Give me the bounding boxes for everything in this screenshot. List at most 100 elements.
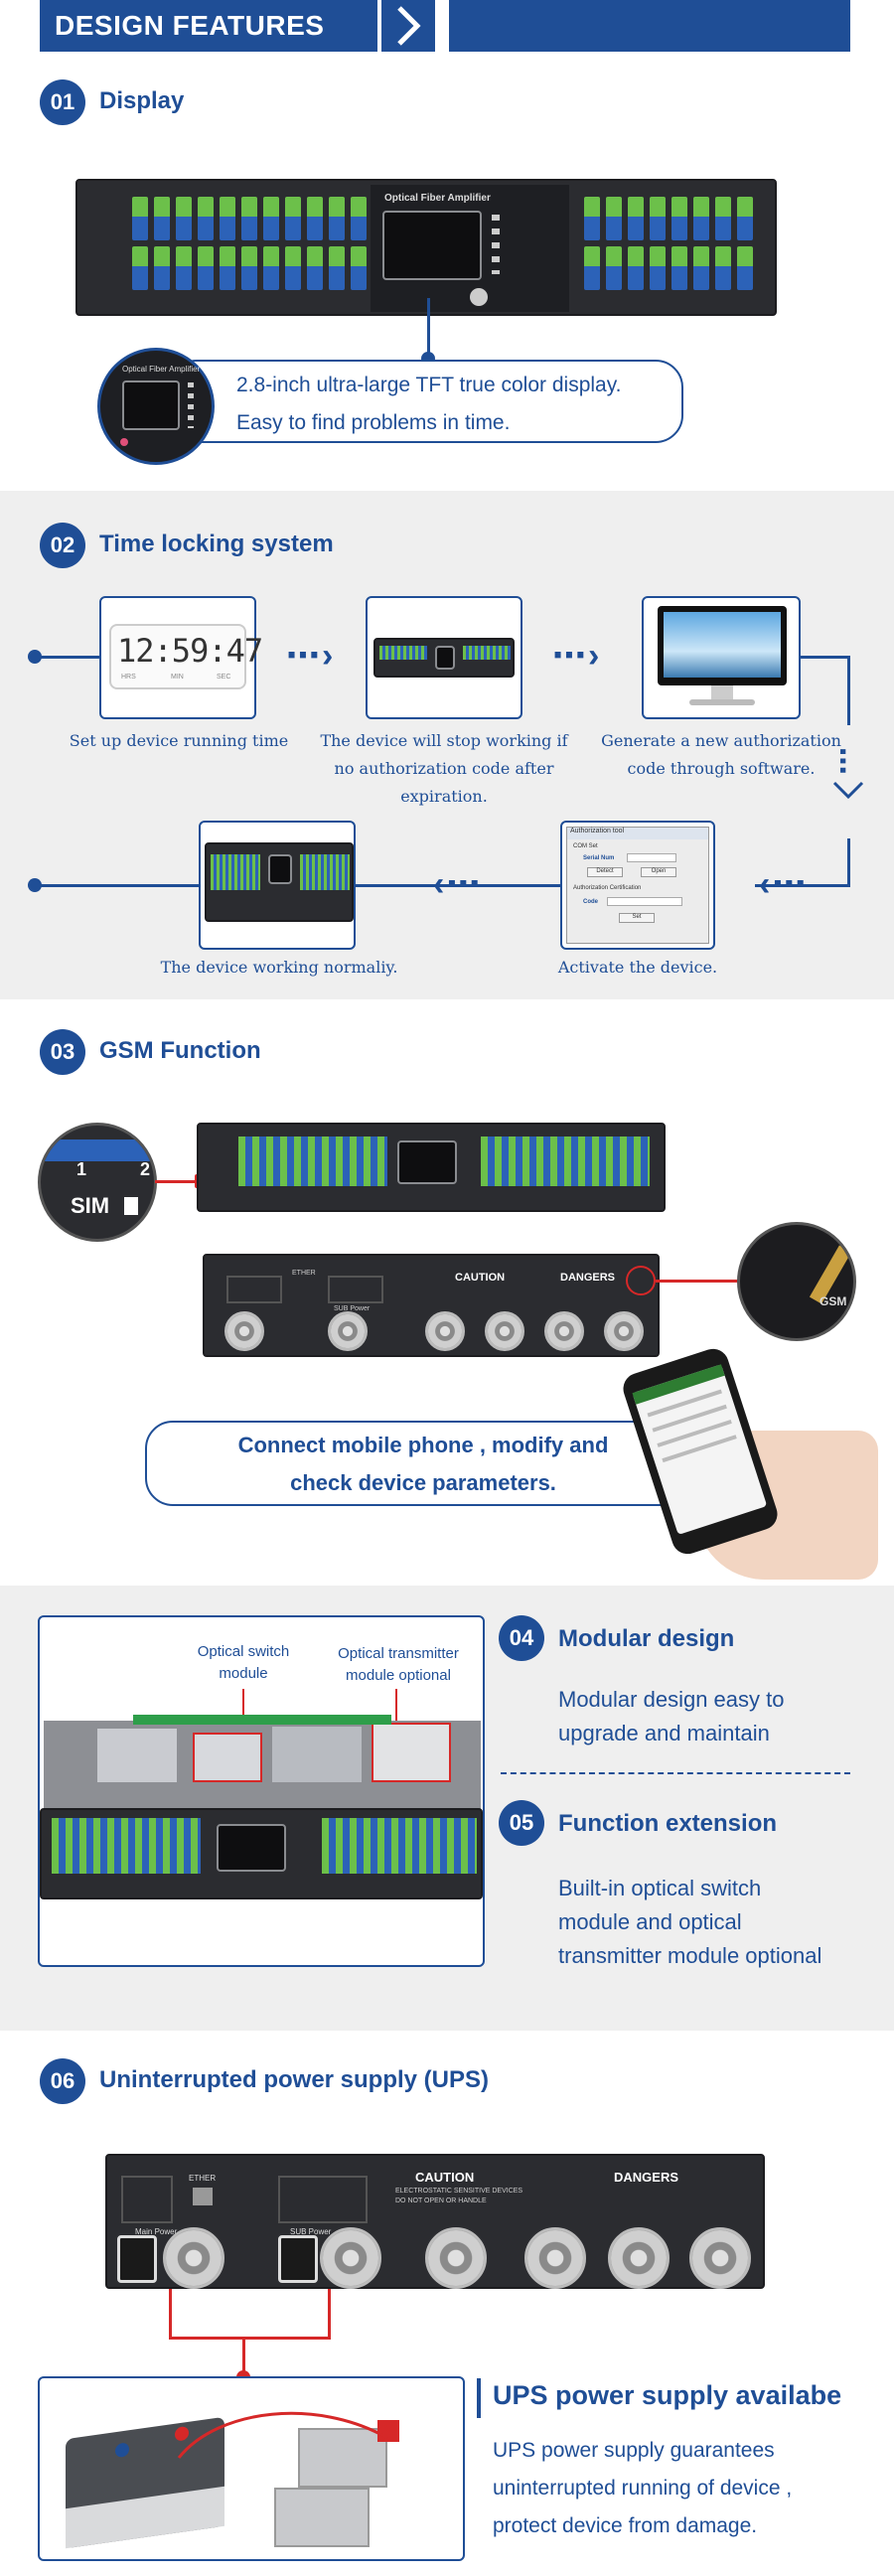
software-serial-label: Serial Num — [583, 855, 615, 861]
ups-text-line3: protect device from damage. — [493, 2514, 758, 2537]
header-arrow-box — [381, 0, 435, 52]
key-lock-icon — [470, 288, 488, 306]
gsm-antenna-label: GSM — [820, 1294, 847, 1308]
section-title-modular: Modular design — [558, 1625, 735, 1652]
antenna-red-line — [656, 1280, 739, 1283]
flow-line-right-bottom — [755, 884, 850, 887]
extension-text-line3: transmitter module optional — [558, 1943, 822, 1968]
gsm-rear-caution: CAUTION — [455, 1272, 506, 1284]
gsm-callout-line2: check device parameters. — [290, 1470, 556, 1495]
software-window: Authorization tool COM Set Serial Num De… — [566, 827, 709, 944]
chevron-right-icon — [397, 6, 421, 46]
ups-rear-main-power: Main Power — [135, 2227, 178, 2236]
battery-cable — [177, 2411, 388, 2459]
software-auth-label: Authorization Certification — [573, 885, 642, 891]
ups-heading: UPS power supply availabe — [493, 2380, 842, 2410]
ups-rear-device: ETHER Main Power SUB Power CAUTION ELECT… — [105, 2154, 765, 2289]
callout-line — [427, 298, 430, 358]
dotted-arrow-right-2: ⋯› — [552, 637, 602, 675]
step-3-caption-line1: Generate a new authorization — [601, 731, 841, 750]
gsm-front-device — [197, 1123, 666, 1212]
flow-dot-end — [28, 878, 42, 892]
header-banner — [40, 0, 377, 52]
antenna-red-marker — [626, 1266, 656, 1295]
label-transmitter-line2: module optional — [346, 1667, 451, 1684]
flow-line-start — [34, 656, 99, 659]
extension-text-line2: module and optical — [558, 1909, 742, 1934]
clock-label-sec: SEC — [217, 674, 231, 681]
ups-rear-ether: ETHER — [189, 2174, 217, 2183]
device-label: Optical Fiber Amplifier — [384, 193, 491, 204]
step-2-caption-line2: no authorization code after — [334, 759, 554, 778]
dotted-arrow-left-1: ‹⋯ — [759, 865, 809, 903]
sim-red-line — [155, 1180, 197, 1183]
flow-line-end — [34, 884, 199, 887]
computer-monitor — [658, 606, 787, 685]
software-open-button[interactable]: Open — [641, 867, 676, 877]
header-bar-right — [449, 0, 850, 52]
flow-line-right-top — [800, 656, 849, 659]
ups-text-line2: uninterrupted running of device , — [493, 2477, 793, 2500]
ups-wire-left — [169, 2289, 172, 2339]
software-code-label: Code — [583, 899, 598, 905]
section-title-ups: Uninterrupted power supply (UPS) — [99, 2066, 490, 2093]
display-callout: 2.8-inch ultra-large TFT true color disp… — [169, 360, 683, 443]
section-title-extension: Function extension — [558, 1810, 778, 1837]
flow-line-right-vertical-2 — [847, 838, 850, 886]
sim-slot-2: 2 — [140, 1159, 151, 1179]
ups-wire-bridge — [169, 2337, 331, 2340]
section-title-time-lock: Time locking system — [99, 530, 334, 557]
modular-image-box: Optical switch module Optical transmitte… — [38, 1615, 485, 1967]
modular-front-panel — [40, 1808, 483, 1899]
software-code-input[interactable] — [607, 897, 682, 906]
software-com-label: COM Set — [573, 843, 598, 849]
gsm-rear-sub-power: SUB Power — [334, 1305, 371, 1312]
step-2-caption-line3: expiration. — [400, 787, 488, 806]
ups-wire-right — [328, 2289, 331, 2339]
digital-clock: 12:59:47 HRS MIN SEC — [109, 624, 263, 689]
step-clock-box: 12:59:47 HRS MIN SEC — [99, 596, 263, 719]
sim-zoom-circle: 1 2 SIM — [38, 1123, 157, 1242]
step-3-caption-line2: code through software. — [627, 759, 816, 778]
ups-rear-caution-sub2: DO NOT OPEN OR HANDLE — [395, 2197, 487, 2204]
flow-dot-start — [28, 650, 42, 664]
ups-rear-dangers: DANGERS — [614, 2170, 679, 2185]
port-row-right-bottom — [584, 246, 753, 290]
section-number-05: 05 — [499, 1800, 544, 1846]
amplifier-front-panel: Optical Fiber Amplifier — [75, 179, 777, 316]
step-2-caption-line1: The device will stop working if — [320, 731, 568, 750]
psu-module-2 — [274, 2488, 370, 2547]
step-device-box — [366, 596, 522, 719]
ups-image-box — [38, 2376, 465, 2561]
psu-module-1 — [298, 2428, 387, 2488]
flow-line-right-vertical — [847, 656, 850, 725]
software-detect-button[interactable]: Detect — [587, 867, 623, 877]
display-callout-line1: 2.8-inch ultra-large TFT true color disp… — [236, 374, 622, 396]
gsm-rear-dangers: DANGERS — [560, 1272, 616, 1284]
section-title-display: Display — [99, 87, 185, 114]
display-zoom-circle: Optical Fiber Amplifier — [97, 348, 215, 465]
ups-text-line1: UPS power supply guarantees — [493, 2439, 775, 2462]
clock-label-hrs: HRS — [121, 674, 136, 681]
dotted-arrow-left-2: ‹⋯ — [433, 865, 483, 903]
section-title-gsm: GSM Function — [99, 1037, 261, 1064]
clock-label-min: MIN — [171, 674, 184, 681]
smartphone-screen — [632, 1364, 768, 1535]
label-transmitter-line1: Optical transmitter — [338, 1645, 459, 1662]
port-row-right-top — [584, 197, 753, 240]
mini-device-2 — [205, 842, 354, 922]
ups-rear-sub-power: SUB Power — [290, 2227, 332, 2236]
software-set-button[interactable]: Set — [619, 913, 655, 923]
modular-text-line1: Modular design easy to — [558, 1687, 785, 1712]
step-5-caption: The device working normaliy. — [160, 958, 398, 977]
open-chassis — [44, 1715, 481, 1810]
smartphone — [619, 1344, 782, 1559]
software-serial-select[interactable] — [627, 853, 676, 862]
transmitter-pointer — [395, 1689, 397, 1723]
dotted-arrow-right-1: ⋯› — [286, 637, 336, 675]
gsm-rear-device: ETHER SUB Power CAUTION DANGERS — [203, 1254, 660, 1357]
ups-wire-down — [242, 2337, 245, 2378]
sim-slot-1: 1 — [76, 1159, 87, 1179]
step-software-box: Authorization tool COM Set Serial Num De… — [560, 821, 715, 950]
label-optical-switch-line2: module — [219, 1665, 268, 1682]
